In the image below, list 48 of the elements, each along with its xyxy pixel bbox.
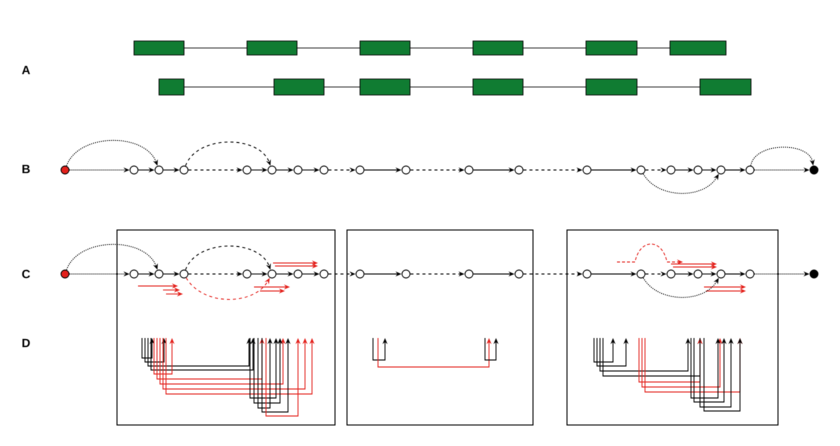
arrow [185,246,271,270]
row-label: A [22,66,30,74]
graph-node [636,166,646,174]
graph-node [294,166,302,174]
graph-node [242,270,252,278]
graph-node [130,270,138,278]
graph-node [582,270,592,278]
graph-node [464,166,474,174]
graph-node [320,270,328,278]
graph-node [716,270,726,278]
graph-node [154,270,164,278]
row-label: D [22,338,30,348]
arrow [66,140,158,166]
graph-node [402,166,410,174]
row-label: B [22,164,30,174]
graph-node [242,166,252,174]
arrow [750,146,815,166]
graph-node [746,166,754,174]
graph-node [180,270,188,278]
graph-node [694,270,702,278]
graph-node [320,166,328,174]
graph-node [402,270,410,278]
arrow [66,244,158,270]
graph-node [514,166,524,174]
graph-node [666,270,676,278]
graph-node [356,166,364,174]
graph-node [294,270,302,278]
arrow [185,142,271,166]
graph-node [666,166,676,174]
row-label: C [22,270,30,278]
graph-node [464,270,474,278]
graph-node [154,166,164,174]
arrow [186,277,270,300]
arrow [642,173,719,194]
graph-node [60,270,70,278]
graph-node [356,270,364,278]
graph-node [716,166,726,174]
graph-node [180,166,188,174]
arrow [642,277,719,298]
graph-node [60,166,70,174]
graph-node [130,166,138,174]
graph-node [694,166,702,174]
graph-node [636,270,646,278]
graph-node [268,166,276,174]
graph-node [746,270,754,278]
graph-node [514,270,524,278]
graph-node [268,270,276,278]
graph-node [582,166,592,174]
